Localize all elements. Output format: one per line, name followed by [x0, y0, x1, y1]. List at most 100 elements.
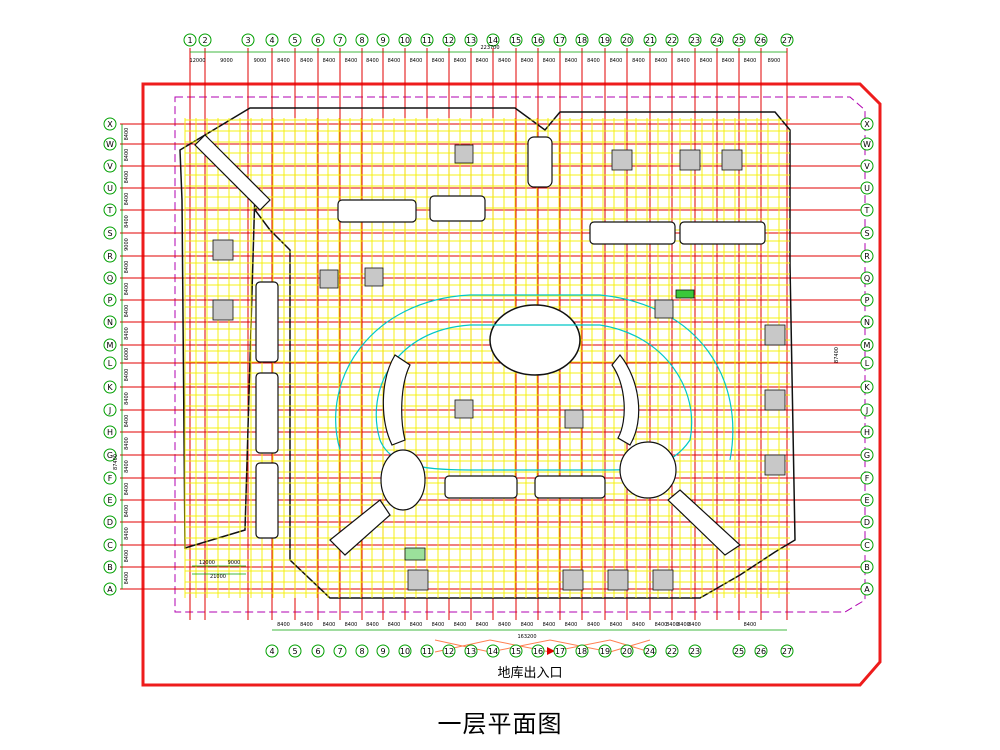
dim-text: 9000: [220, 58, 233, 64]
axis-number: 4: [269, 647, 274, 656]
dim-text: 8400: [722, 58, 735, 64]
axis-circle: [860, 226, 874, 240]
axis-circle: [860, 471, 874, 485]
dim-text: 12000: [190, 58, 206, 64]
axis-number: 25: [734, 36, 744, 45]
axis-number: 21: [645, 36, 655, 45]
axis-circle: [754, 644, 768, 658]
dim-text: 8400: [323, 58, 336, 64]
axis-number: 23: [690, 647, 700, 656]
axis-number: 14: [488, 647, 498, 656]
axis-circle: [575, 644, 589, 658]
axis-number: 20: [622, 647, 632, 656]
dim-text: 9000: [124, 238, 130, 251]
axis-number: 22: [667, 36, 677, 45]
dim-text: 8400: [124, 327, 130, 340]
garage-entrance-label: 地库出入口: [497, 666, 563, 681]
axis-number: 27: [782, 647, 792, 656]
axis-circle: [103, 356, 117, 370]
axis-circle: [860, 159, 874, 173]
axis-letter: R: [864, 252, 870, 261]
dim-text: 8400: [543, 58, 556, 64]
void-diag-sw: [329, 499, 391, 556]
axis-number: 27: [782, 36, 792, 45]
axis-bottom-markers: 4567891011121314151617181920P12223242526…: [265, 644, 794, 658]
axis-circle: [509, 33, 523, 47]
void-n3: [589, 221, 676, 245]
atrium-void-1: [382, 354, 411, 446]
axis-letter: Q: [107, 274, 113, 283]
axis-circle: [103, 338, 117, 352]
axis-circle: [780, 33, 794, 47]
site-boundary: [141, 82, 882, 687]
dim-text: 8400: [345, 58, 358, 64]
axis-number: 23: [690, 36, 700, 45]
axis-number: 15: [511, 36, 521, 45]
axis-number: 11: [422, 36, 432, 45]
dim-text: 8400: [124, 369, 130, 382]
atrium-void-3: [380, 449, 426, 511]
dim-text: 8400: [677, 58, 690, 64]
axis-number: 19: [600, 647, 610, 656]
void-diag-se: [667, 489, 741, 556]
dim-text: 8400: [632, 58, 645, 64]
axis-circle: [265, 644, 279, 658]
dim-text: 8400: [632, 622, 645, 628]
atrium-void-4: [619, 441, 677, 499]
axis-letter: E: [864, 496, 869, 505]
axis-circle: [198, 33, 212, 47]
axis-letter: J: [108, 406, 111, 415]
axis-circle: [103, 403, 117, 417]
dim-text: 8400: [124, 415, 130, 428]
axis-number: 17: [555, 647, 565, 656]
axis-circle: [860, 493, 874, 507]
axis-circle: [311, 644, 325, 658]
atrium-void-5: [444, 475, 518, 499]
axis-circle: [860, 338, 874, 352]
dim-text: 8400: [300, 58, 313, 64]
dim-text: 8400: [432, 622, 445, 628]
dim-text: 8400: [124, 261, 130, 274]
axis-circle: [442, 33, 456, 47]
axis-number: 4: [269, 36, 274, 45]
axis-number: 2: [202, 36, 207, 45]
axis-circle: [103, 515, 117, 529]
axis-circle: [464, 644, 478, 658]
axis-circle: [442, 644, 456, 658]
axis-number: 6: [315, 647, 320, 656]
axis-circle: [598, 644, 612, 658]
void-n4: [679, 221, 766, 245]
axis-circle: [103, 249, 117, 263]
axis-letter: C: [864, 541, 870, 550]
axis-letter: G: [864, 451, 870, 460]
dim-text: 8400: [666, 622, 679, 628]
axis-number: 8: [359, 647, 364, 656]
axis-circle: [553, 644, 567, 658]
axis-number: 26: [756, 647, 766, 656]
axis-letter: E: [107, 496, 112, 505]
atrium-ring-outer: [335, 294, 734, 461]
axis-letter: Q: [864, 274, 870, 283]
axis-circle: [420, 644, 434, 658]
axis-number: 19: [600, 36, 610, 45]
axis-letter: X: [864, 120, 870, 129]
atrium-void-6: [534, 475, 606, 499]
void-north: [527, 136, 553, 188]
dim-text: 8400: [366, 58, 379, 64]
dim-text: 8400: [124, 437, 130, 450]
axis-letter: S: [864, 229, 869, 238]
bottom-total-dimension: 163200: [517, 634, 536, 640]
dim-text: 8400: [587, 58, 600, 64]
axis-letter: U: [864, 184, 870, 193]
dim-text: 6000: [124, 348, 130, 361]
axis-circle: [103, 159, 117, 173]
axis-letter: N: [107, 318, 113, 327]
axis-circle: [860, 293, 874, 307]
axis-circle: [241, 33, 255, 47]
dim-text: 8400: [124, 572, 130, 585]
atrium-center: [489, 304, 581, 376]
dim-text: 8400: [300, 622, 313, 628]
axis-circle: [103, 471, 117, 485]
atrium-void-2: [611, 354, 640, 446]
